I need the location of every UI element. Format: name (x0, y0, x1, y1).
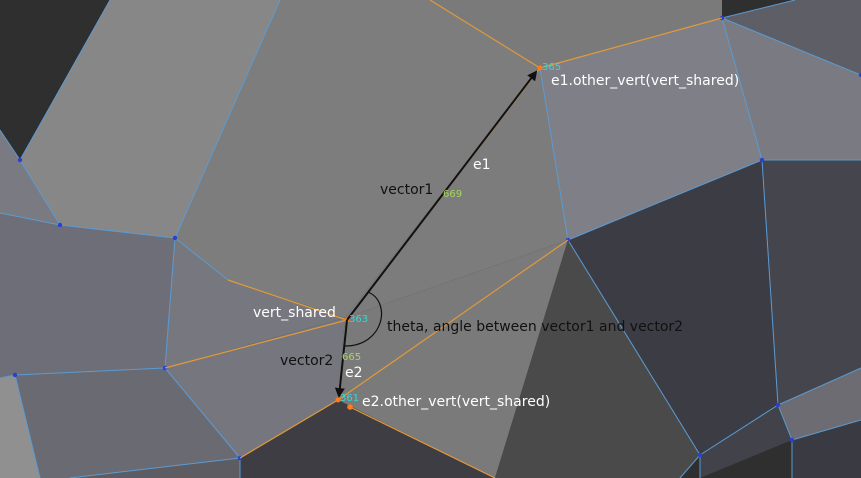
mesh-edge (0, 129, 21, 161)
face (175, 0, 540, 318)
face (0, 375, 40, 478)
vertex-dot-365 (537, 65, 543, 71)
mesh-edge (19, 159, 61, 226)
label-theta: theta, angle between vector1 and vector2 (387, 319, 683, 335)
vector1-arrow (346, 70, 538, 321)
mesh-edge (59, 224, 176, 239)
vertex-dot (858, 72, 861, 78)
face (495, 240, 700, 478)
face (165, 318, 345, 458)
mesh-vertices (12, 15, 861, 461)
theta-arc (344, 291, 383, 347)
selected-edge (349, 406, 496, 478)
face (722, 18, 861, 160)
label-e2-other-vert: e2.other_vert(vert_shared) (362, 394, 550, 410)
selected-edge (539, 17, 723, 69)
vertex-index-361: 361 (340, 393, 359, 404)
selected-edge (337, 239, 569, 401)
label-vector1: vector1 (380, 182, 433, 198)
mesh-edge (174, 237, 229, 281)
face (792, 420, 861, 478)
face (430, 0, 722, 68)
edge-index-665: 665 (342, 352, 361, 363)
mesh-edge (721, 17, 861, 76)
mesh-edge (567, 159, 763, 241)
mesh-edge (539, 67, 569, 241)
label-vert-shared: vert_shared (253, 305, 336, 321)
vertex-dot (172, 235, 178, 241)
face (778, 368, 861, 440)
mesh-edge (721, 17, 763, 161)
vertex-index-363: 363 (349, 314, 368, 325)
mesh-edge (777, 367, 861, 406)
mesh-edge (69, 457, 241, 478)
vectors (334, 70, 538, 398)
selected-edge (164, 319, 348, 369)
face (240, 400, 495, 478)
vertex-dot (697, 452, 703, 458)
vertex-dot (759, 157, 765, 163)
mesh-edge (679, 454, 701, 478)
vertex-dot-361 (335, 397, 341, 403)
face (345, 68, 568, 318)
mesh-edge (174, 0, 281, 239)
mesh-edge (791, 419, 861, 441)
face (722, 0, 861, 75)
vertex-dot (57, 222, 63, 228)
face (20, 0, 280, 238)
mesh-edge (14, 374, 41, 478)
mesh-edge (761, 159, 779, 406)
face (762, 160, 861, 405)
mesh-edge (14, 367, 166, 376)
selected-edge (227, 279, 348, 321)
mesh-edge (0, 212, 61, 226)
mesh-edge (0, 374, 16, 379)
mesh-edge (19, 0, 111, 161)
selected-vertices (335, 65, 543, 410)
label-e2: e2 (345, 365, 363, 381)
vector2-arrow (334, 319, 348, 398)
edge-index-669: 669 (443, 189, 462, 200)
mesh-edge (699, 404, 779, 456)
label-vector2: vector2 (280, 353, 333, 369)
face (568, 160, 778, 455)
vertex-dot (17, 157, 23, 163)
mesh-edge (721, 0, 796, 19)
vertex-dot-orange (347, 404, 353, 410)
vertex-index-365: 365 (542, 62, 561, 73)
vertex-dot (12, 372, 18, 378)
mesh-edge (164, 367, 241, 459)
face (15, 368, 240, 478)
face (338, 240, 568, 478)
vertex-dot (775, 402, 781, 408)
face (165, 238, 345, 368)
mesh-edge (567, 239, 701, 456)
mesh-edge (164, 237, 176, 369)
selected-edge (429, 0, 541, 69)
mesh-edge (777, 404, 793, 441)
label-e1: e1 (473, 157, 491, 173)
vertex-dot (789, 437, 795, 443)
face (540, 18, 762, 240)
label-e1-other-vert: e1.other_vert(vert_shared) (551, 73, 739, 89)
selected-edge (239, 399, 339, 459)
face (700, 405, 792, 478)
